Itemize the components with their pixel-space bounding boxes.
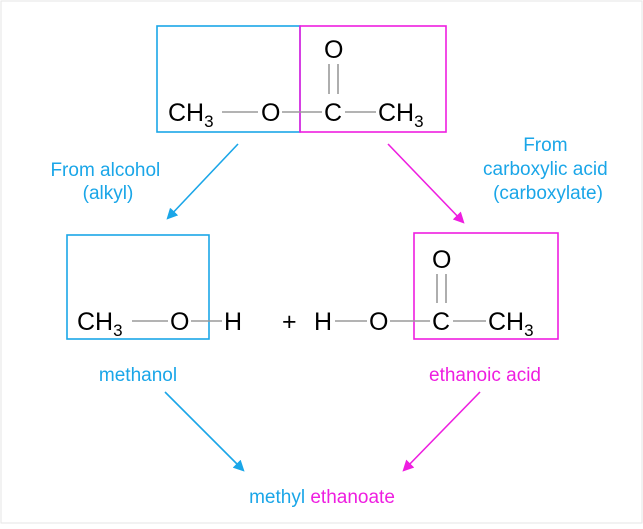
arrow-to-acid <box>387 143 465 224</box>
carboxylate-box <box>299 25 447 133</box>
methanol-hydrogen: H <box>224 308 242 336</box>
ethanoic-acid-structure: H O C O CH3 ethanoic acid <box>314 232 559 386</box>
methanol-oxygen: O <box>170 308 189 336</box>
methanol-name: methanol <box>99 365 177 386</box>
arrow-acid-to-product <box>402 391 481 472</box>
arrow-to-methanol <box>166 143 239 220</box>
acid-oxygen: O <box>369 308 388 336</box>
acid-carbonyl-oxygen: O <box>432 246 451 274</box>
acid-ch3: CH3 <box>488 308 534 340</box>
ester-ch3-right: CH3 <box>378 99 424 131</box>
ester-ch3-left: CH3 <box>168 99 214 131</box>
from-alcohol-label: From alcohol (alkyl) <box>50 160 165 204</box>
arrow-methanol-to-product <box>164 391 245 472</box>
acid-carbon: C <box>432 308 450 336</box>
ethanoic-acid-name: ethanoic acid <box>429 365 541 386</box>
methanol-box <box>66 234 210 340</box>
acid-box <box>413 232 559 340</box>
acid-hydrogen: H <box>314 308 332 336</box>
from-acid-label: From carboxylic acid (carboxylate) <box>483 135 613 204</box>
ester-carbon: C <box>324 99 342 127</box>
methanol-ch3: CH3 <box>77 308 123 340</box>
plus-sign: + <box>282 308 297 336</box>
product-name: methyl ethanoate <box>249 487 395 508</box>
ester-structure: CH3 O C O CH3 <box>156 25 447 133</box>
ester-oxygen: O <box>261 99 280 127</box>
methanol-structure: CH3 O H methanol <box>66 234 242 386</box>
ester-carbonyl-oxygen: O <box>324 36 343 64</box>
